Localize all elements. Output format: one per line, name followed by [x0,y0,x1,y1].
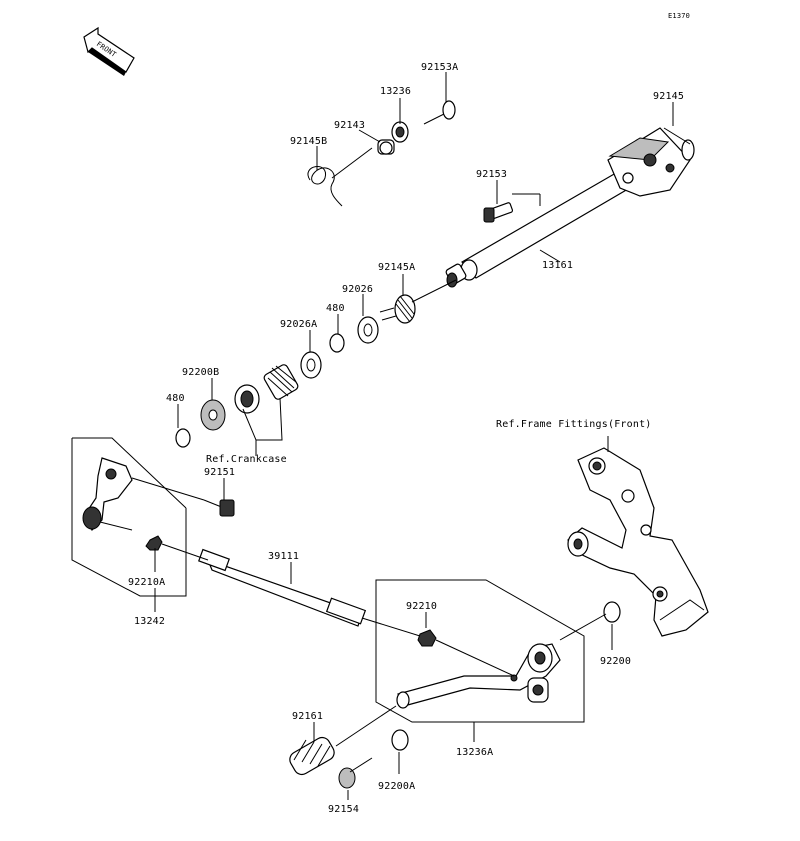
washer-92200 [603,601,621,623]
label-92143: 92143 [334,120,365,131]
shift-arm [82,457,133,531]
label-92151: 92151 [204,467,235,478]
diagram-code: E1370 [668,12,690,20]
tie-rod-39111 [198,548,367,627]
bolt-92153 [483,202,514,223]
label-92154: 92154 [328,804,359,815]
label-480-left: 480 [166,393,185,404]
spring-92145A [379,294,416,324]
oil-seal [234,384,260,414]
nut-92210A [145,535,163,551]
label-92200: 92200 [600,656,631,667]
spring-92161 [289,736,335,776]
label-92200A: 92200A [378,781,415,792]
bolt-92153A [423,100,456,125]
label-92145A: 92145A [378,262,415,273]
label-92026A: 92026A [280,319,317,330]
ring-92145 [681,139,695,161]
label-13236: 13236 [380,86,411,97]
label-39111: 39111 [268,551,299,562]
label-13236A: 13236A [456,747,493,758]
label-92145B: 92145B [290,136,327,147]
label-92026: 92026 [342,284,373,295]
frame-fitting [567,447,709,637]
snap-ring-480-top [329,333,345,353]
label-92153A: 92153A [421,62,458,73]
label-92210: 92210 [406,601,437,612]
label-92153: 92153 [476,169,507,180]
bolt-92154 [338,757,373,789]
label-92210A: 92210A [128,577,165,588]
label-13242: 13242 [134,616,165,627]
collar-92143 [377,139,395,155]
collar-13236 [391,121,409,143]
washer-92200A [391,729,409,751]
needle-bearing [263,364,299,400]
label-92200B: 92200B [182,367,219,378]
spring-92145B [307,147,373,207]
front-arrow-icon: FRONT [83,26,135,76]
label-92145: 92145 [653,91,684,102]
label-480-top: 480 [326,303,345,314]
snap-ring-480-left [175,428,191,448]
shift-pedal [396,643,561,709]
label-13161: 13161 [542,260,573,271]
leader-lines [131,72,691,800]
shift-shaft-13161 [445,127,691,288]
bolt-92151 [203,499,235,517]
group-box-13236A [375,579,585,723]
label-ref-crankcase: Ref.Crankcase [206,454,287,465]
label-ref-frame-fittings: Ref.Frame Fittings(Front) [496,419,652,430]
label-92161: 92161 [292,711,323,722]
nut-92210 [417,629,437,647]
group-box-13242 [71,438,187,597]
